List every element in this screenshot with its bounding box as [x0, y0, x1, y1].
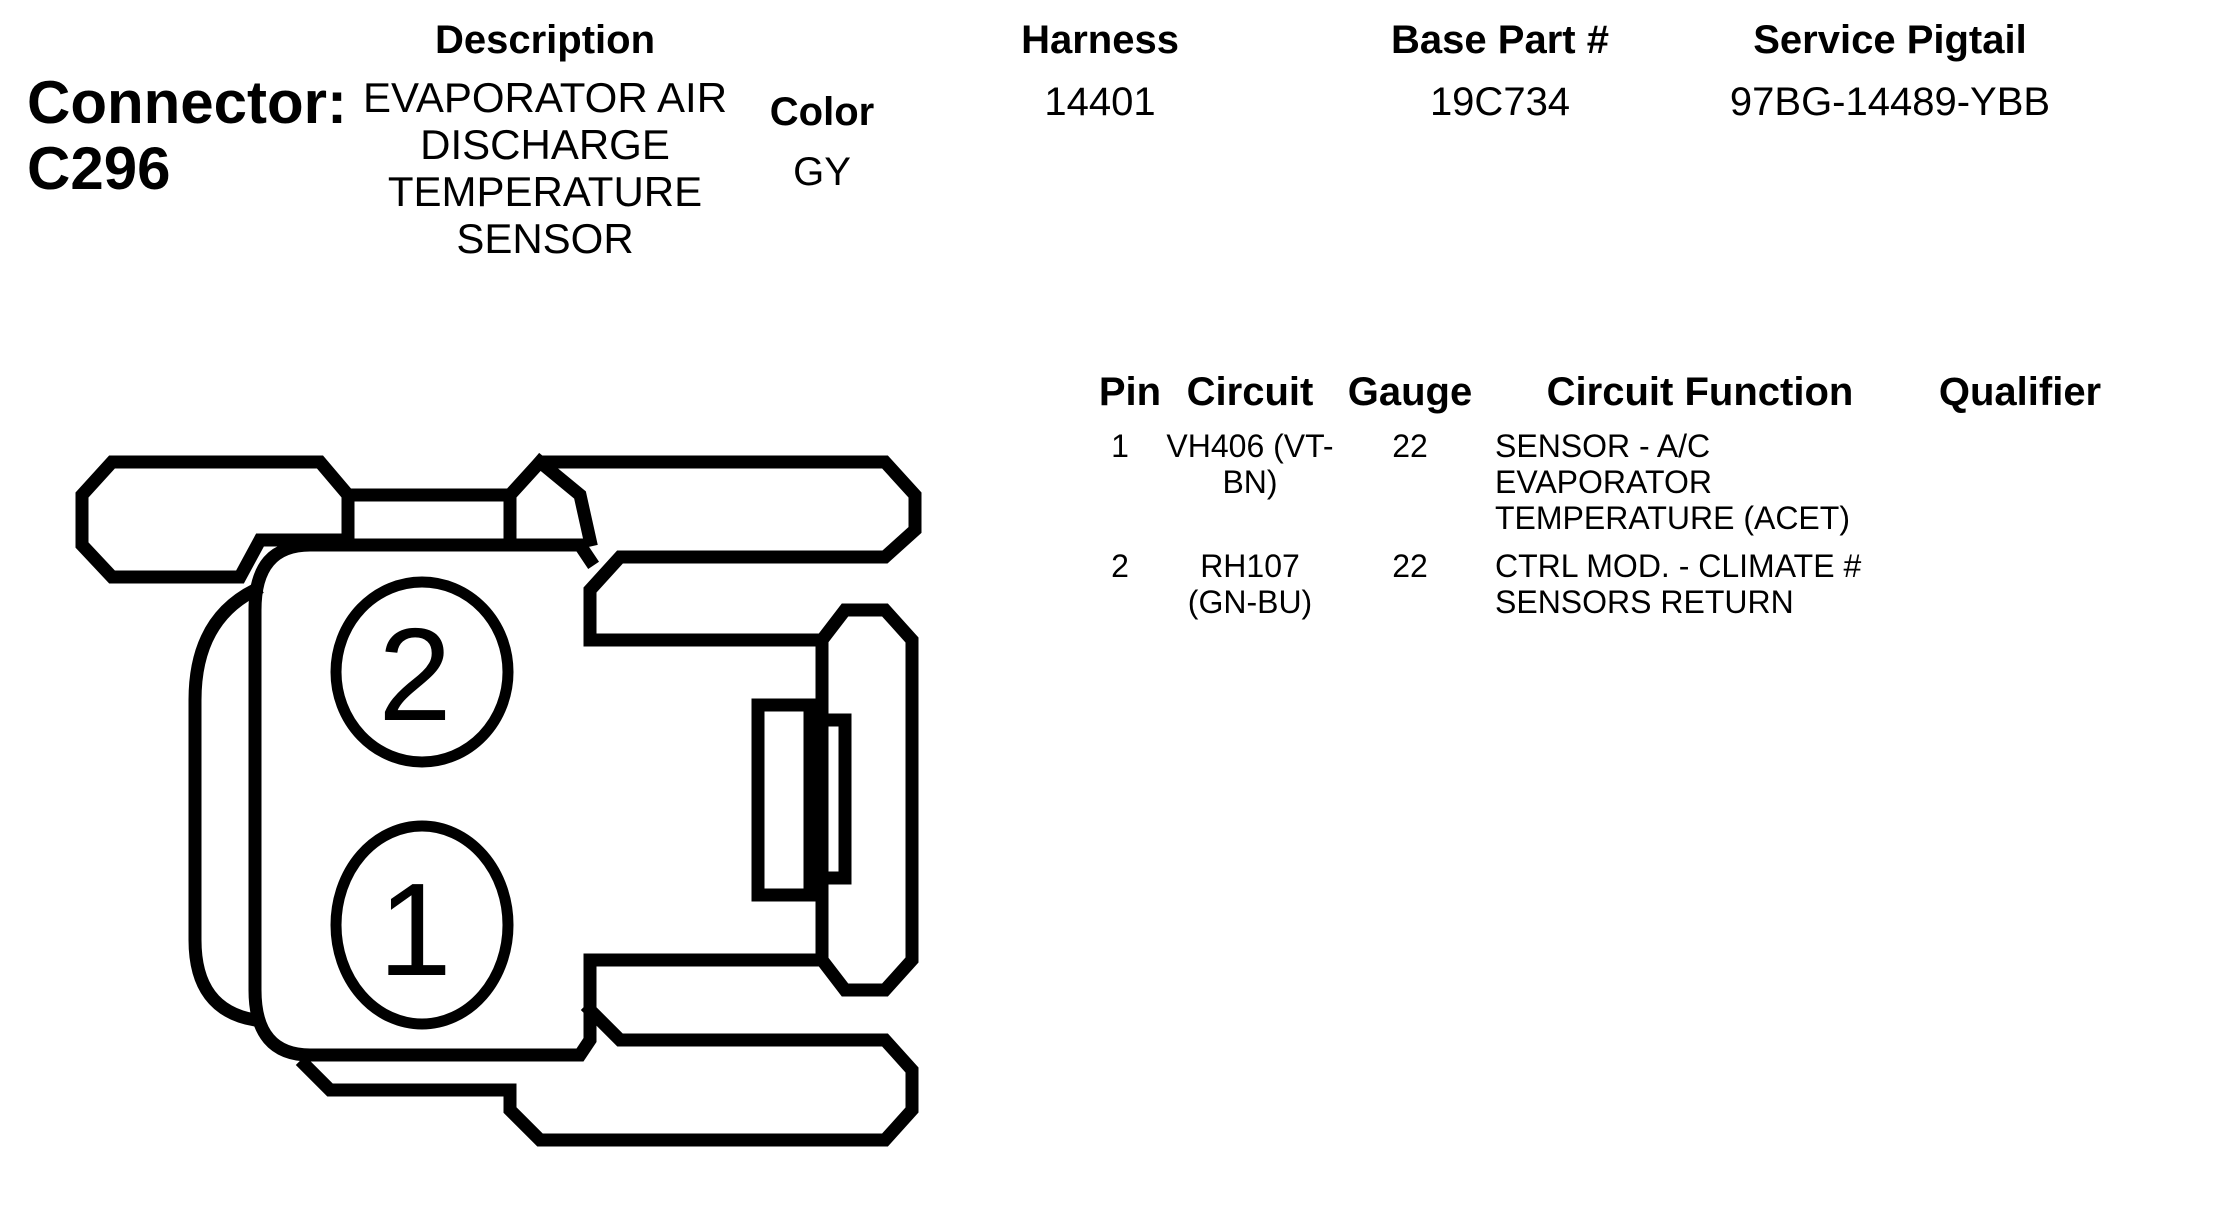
pin-label-2: 2 [378, 601, 451, 748]
function-line: SENSORS RETURN [1495, 584, 1794, 620]
circuit-line: VH406 (VT- [1166, 428, 1334, 464]
header-color: Color [769, 90, 875, 134]
pin-cavity-2 [330, 576, 514, 768]
connector-title: Connector: C296 [27, 70, 347, 202]
upper-left-tab [75, 455, 355, 584]
right-latch-cradle [812, 603, 919, 997]
col-circuit: Circuit [1186, 370, 1314, 414]
pin-label-1: 1 [378, 856, 451, 1003]
main-body [303, 538, 600, 570]
upper-bridge [341, 488, 517, 547]
service-pigtail-value: 97BG-14489-YBB [1729, 80, 2051, 124]
main-body-left [248, 538, 829, 1062]
row2-function: CTRL MOD. - CLIMATE # SENSORS RETURN [1495, 548, 1915, 620]
connector-id: C296 [27, 135, 171, 202]
color-value: GY [793, 150, 851, 194]
upper-right-notch [530, 452, 598, 548]
row1-function: SENSOR - A/C EVAPORATOR TEMPERATURE (ACE… [1495, 428, 1915, 536]
circuit-line: BN) [1222, 464, 1278, 500]
function-line: TEMPERATURE (ACET) [1495, 500, 1850, 536]
row2-gauge: 22 [1392, 548, 1428, 584]
col-circuit-function: Circuit Function [1546, 370, 1854, 414]
lower-right-arm [295, 1000, 919, 1147]
upper-right-arm [500, 455, 922, 647]
description-line: SENSOR [456, 215, 634, 262]
description-line: EVAPORATOR AIR [362, 74, 728, 121]
row1-pin: 1 [1111, 428, 1129, 464]
function-line: SENSOR - A/C [1495, 428, 1711, 464]
right-latch-bar-inner [803, 713, 852, 885]
col-qualifier: Qualifier [1938, 370, 2102, 414]
col-pin: Pin [1098, 370, 1162, 414]
function-line: CTRL MOD. - CLIMATE # [1495, 548, 1862, 584]
description-value: EVAPORATOR AIR DISCHARGE TEMPERATURE SEN… [350, 74, 740, 262]
description-line: TEMPERATURE [387, 168, 703, 215]
circuit-line: RH107 [1200, 548, 1300, 584]
row2-circuit: RH107 (GN-BU) [1150, 548, 1350, 620]
right-latch-bar [751, 698, 817, 902]
row2-pin: 2 [1111, 548, 1129, 584]
row1-gauge: 22 [1392, 428, 1428, 464]
header-service-pigtail: Service Pigtail [1753, 18, 2027, 62]
pin-cavity-1 [330, 820, 514, 1030]
left-shell [188, 581, 264, 1028]
description-line: DISCHARGE [420, 121, 670, 168]
circuit-line: (GN-BU) [1187, 584, 1313, 620]
header-base-part: Base Part # [1391, 18, 1609, 62]
row1-circuit: VH406 (VT- BN) [1150, 428, 1350, 500]
base-part-value: 19C734 [1429, 80, 1571, 124]
function-line: EVAPORATOR [1495, 464, 1712, 500]
connector-label: Connector: [27, 69, 347, 136]
harness-value: 14401 [1044, 80, 1156, 124]
header-harness: Harness [1021, 18, 1179, 62]
col-gauge: Gauge [1347, 370, 1473, 414]
header-description: Description [434, 18, 656, 62]
